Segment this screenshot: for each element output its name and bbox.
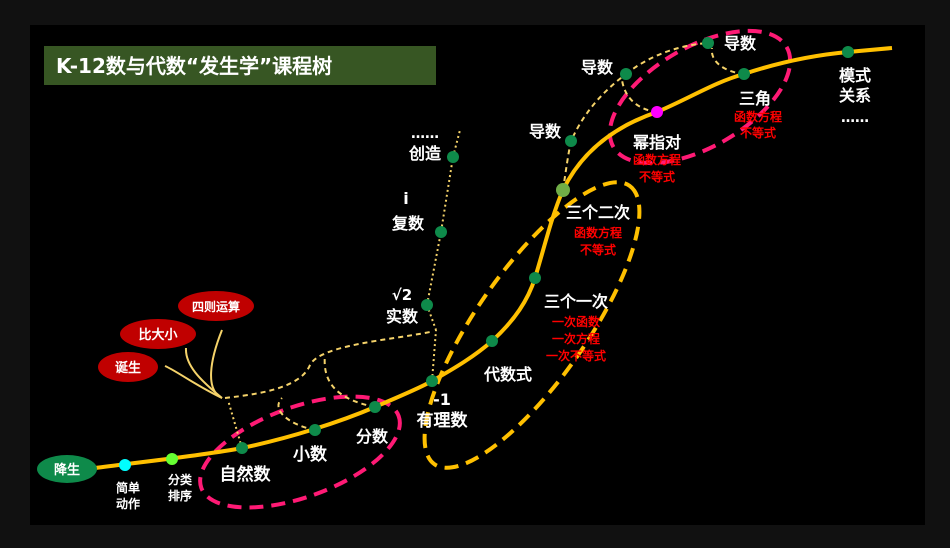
label-action: 动作 bbox=[116, 496, 140, 511]
label-relation: 关系 bbox=[839, 86, 871, 105]
label-power-exp-log: 幂指对 bbox=[632, 133, 681, 152]
label-four-ops: 四则运算 bbox=[192, 299, 240, 314]
label-i: i bbox=[403, 189, 408, 208]
node-dot bbox=[426, 375, 438, 387]
label-trig-inequality: 不等式 bbox=[740, 125, 776, 140]
branch-compare bbox=[120, 319, 196, 349]
label-sort: 排序 bbox=[168, 488, 192, 503]
node-dot bbox=[842, 46, 854, 58]
label-quadratic-inequality: 不等式 bbox=[580, 242, 616, 257]
branch-four-ops bbox=[178, 291, 254, 321]
label-rational: 有理数 bbox=[417, 410, 469, 431]
title-box: K-12数与代数“发生学”课程树 bbox=[44, 46, 436, 85]
node-dots bbox=[119, 37, 854, 471]
canvas bbox=[30, 25, 925, 525]
node-dot bbox=[119, 459, 131, 471]
label-compare: 比大小 bbox=[138, 327, 177, 343]
group-ellipse-natural-fraction bbox=[198, 394, 402, 510]
group-ellipse-rational-quadratic bbox=[422, 180, 642, 470]
node-dot bbox=[166, 453, 178, 465]
node-dot bbox=[369, 401, 381, 413]
label-linear-equation: 一次方程 bbox=[552, 331, 600, 346]
label-linear-inequality: 一次不等式 bbox=[546, 348, 606, 363]
birth-ellipse bbox=[37, 455, 97, 483]
main-trunk-curve bbox=[94, 46, 893, 470]
label-three-quadratic: 三个二次 bbox=[566, 203, 630, 222]
label-complex: 复数 bbox=[391, 214, 425, 233]
label-simple: 简单 bbox=[116, 480, 140, 495]
node-dot bbox=[421, 299, 433, 311]
node-dot bbox=[702, 37, 714, 49]
node-dot bbox=[529, 272, 541, 284]
label-origin: 诞生 bbox=[115, 360, 141, 376]
label-ellipsis: …… bbox=[841, 110, 869, 126]
label-decimal: 小数 bbox=[293, 444, 328, 465]
label-quadratic-func-eq: 函数方程 bbox=[574, 225, 622, 240]
node-dot bbox=[486, 335, 498, 347]
node-dot bbox=[447, 151, 459, 163]
branch-origin bbox=[98, 352, 158, 382]
label-sqrt2: √2 bbox=[392, 286, 412, 304]
label-neg-one: -1 bbox=[433, 390, 451, 409]
label-linear-function: 一次函数 bbox=[552, 314, 601, 329]
node-dot bbox=[309, 424, 321, 436]
label-fraction: 分数 bbox=[356, 427, 389, 446]
label-pattern: 模式 bbox=[839, 66, 871, 85]
node-dot bbox=[738, 68, 750, 80]
node-dot bbox=[565, 135, 577, 147]
node-dot bbox=[236, 442, 248, 454]
label-create: 创造 bbox=[408, 144, 442, 163]
label-trig: 三角 bbox=[739, 89, 771, 108]
page-title: K-12数与代数“发生学”课程树 bbox=[56, 54, 332, 78]
label-algebraic: 代数式 bbox=[483, 365, 532, 384]
node-dot bbox=[435, 226, 447, 238]
label-trig-func-eq: 函数方程 bbox=[734, 109, 782, 124]
label-derivative-top: 导数 bbox=[724, 34, 757, 53]
label-birth: 降生 bbox=[54, 462, 80, 478]
node-dot bbox=[556, 183, 570, 197]
label-derivative-mid: 导数 bbox=[529, 122, 562, 141]
label-pel-inequality: 不等式 bbox=[639, 169, 675, 184]
label-natural: 自然数 bbox=[220, 464, 272, 485]
label-classify: 分类 bbox=[168, 472, 193, 487]
node-dot bbox=[651, 106, 663, 118]
label-create-ellipsis: …… bbox=[411, 126, 439, 142]
group-ellipse-functions bbox=[607, 28, 793, 166]
label-real: 实数 bbox=[386, 307, 419, 326]
node-dot bbox=[620, 68, 632, 80]
label-derivative-upper: 导数 bbox=[581, 58, 614, 77]
label-pel-func-eq: 函数方程 bbox=[633, 152, 681, 167]
label-three-linear: 三个一次 bbox=[544, 292, 608, 311]
